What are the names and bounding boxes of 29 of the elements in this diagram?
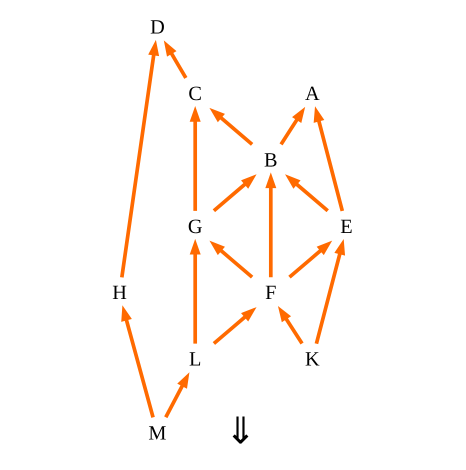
arrow — [278, 306, 304, 345]
node-text: E — [340, 216, 353, 238]
node-text: D — [150, 16, 165, 39]
arrow — [190, 106, 201, 211]
arrow — [285, 174, 329, 212]
node-text: G — [188, 216, 203, 238]
node-text: H — [112, 282, 127, 304]
arrow — [314, 239, 346, 344]
arrow — [265, 172, 276, 278]
arrow — [164, 40, 188, 79]
node-text: B — [264, 149, 278, 172]
arrow — [314, 106, 344, 212]
node-text: M — [148, 422, 166, 444]
node-text: A — [304, 83, 320, 106]
arrow — [288, 240, 332, 279]
node-text: C — [188, 83, 202, 106]
arrow — [280, 106, 306, 146]
node-text: K — [304, 348, 320, 371]
arrow — [212, 174, 257, 212]
arrow — [209, 240, 254, 279]
arrow — [190, 238, 201, 344]
label: ⇓ — [224, 410, 256, 452]
arrow — [120, 40, 160, 278]
arrow — [212, 307, 257, 345]
node-text: L — [189, 348, 202, 371]
arrow — [209, 108, 254, 146]
node-text: F — [265, 282, 276, 304]
arrow — [121, 305, 155, 418]
arrow — [164, 372, 190, 418]
